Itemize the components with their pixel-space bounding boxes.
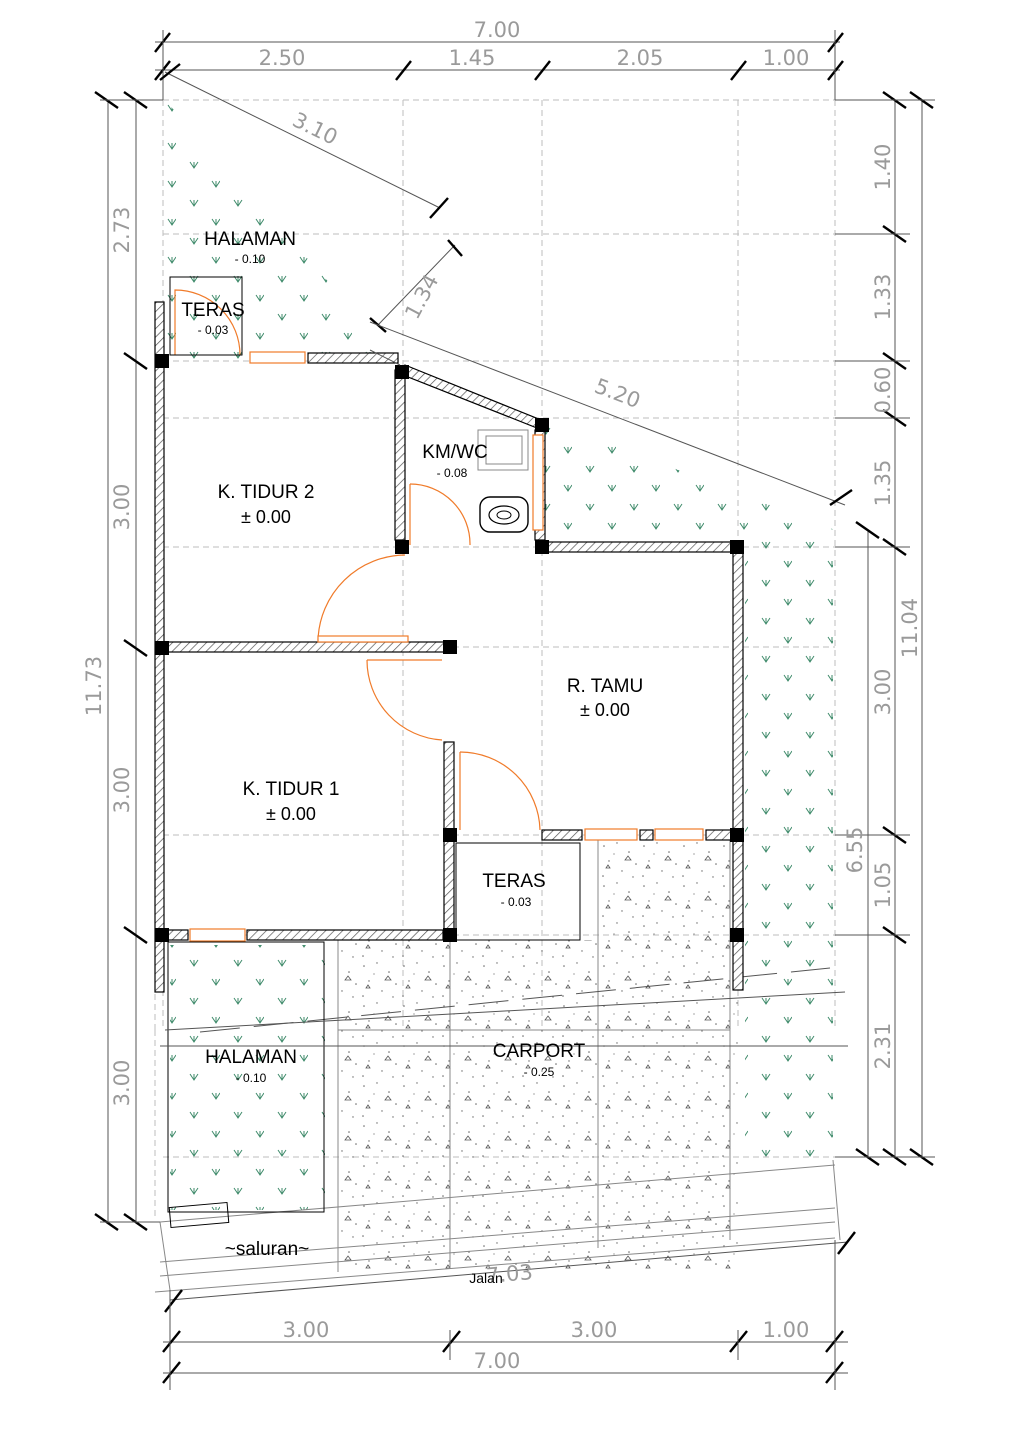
dim-top-seg-3: 2.05 xyxy=(617,46,664,70)
openings xyxy=(174,289,704,942)
dim-top-seg-2: 1.45 xyxy=(449,46,496,70)
dim-left-seg-3: 3.00 xyxy=(110,767,134,814)
room-teras-top-level: - 0.03 xyxy=(198,323,229,337)
label-jalan: Jalan xyxy=(469,1270,502,1286)
landscape xyxy=(165,100,835,1270)
room-halaman-top-level: - 0.10 xyxy=(235,252,266,266)
bottom-dimensions-shown: 7.03 3.00 3.00 1.00 7.00 xyxy=(162,1231,856,1390)
dim-top-seg-4: 1.00 xyxy=(763,46,810,70)
dim-bottom-diag: 7.03 xyxy=(485,1260,534,1288)
room-labels: HALAMAN - 0.10 TERAS - 0.03 KM/WC - 0.08… xyxy=(181,229,643,1286)
left-dimensions: 11.73 2.73 3.00 3.00 3.00 xyxy=(82,91,163,1231)
dim-right-seg-1: 1.40 xyxy=(871,144,895,191)
label-saluran: ~saluran~ xyxy=(225,1239,310,1260)
dim-bottom-total: 7.00 xyxy=(474,1349,521,1373)
dim-left-seg-4: 3.00 xyxy=(110,1060,134,1107)
dim-diag-c: 5.20 xyxy=(591,374,643,413)
dim-right-total: 11.04 xyxy=(898,598,922,658)
room-tamu-level: ± 0.00 xyxy=(580,700,630,720)
room-halaman-bot-name: HALAMAN xyxy=(205,1047,297,1068)
dim-left-seg-1: 2.73 xyxy=(110,207,134,254)
room-halaman-bot-level: - 0.10 xyxy=(236,1071,267,1085)
dim-right-seg-2: 1.33 xyxy=(871,274,895,321)
room-kmwc-name: KM/WC xyxy=(422,442,487,463)
right-dimensions: 11.04 6.55 1.40 1.33 0.60 1.35 3.00 1.05… xyxy=(835,91,935,1166)
dim-right-seg-5: 3.00 xyxy=(871,669,895,716)
carport-tiles xyxy=(337,840,731,1272)
dim-left-total: 11.73 xyxy=(82,656,106,716)
room-teras-top-name: TERAS xyxy=(181,300,244,321)
dim-diag-b: 1.34 xyxy=(400,270,443,323)
columns xyxy=(155,354,744,942)
room-tidur1-level: ± 0.00 xyxy=(266,804,316,824)
dim-left-seg-2: 3.00 xyxy=(110,484,134,531)
room-carport-name: CARPORT xyxy=(493,1041,586,1062)
room-tidur2-level: ± 0.00 xyxy=(241,507,291,527)
room-carport-level: - 0.25 xyxy=(524,1065,555,1079)
room-tidur1-name: K. TIDUR 1 xyxy=(243,779,340,800)
room-teras-mid-name: TERAS xyxy=(482,871,545,892)
room-teras-mid-level: - 0.03 xyxy=(501,895,532,909)
dim-top-seg-1: 2.50 xyxy=(259,46,306,70)
slabs xyxy=(167,276,581,1229)
dim-right-seg-6: 1.05 xyxy=(871,862,895,909)
dim-right-seg-4: 1.35 xyxy=(871,460,895,507)
dim-bottom-seg-2: 3.00 xyxy=(571,1318,618,1342)
top-dimensions: 7.00 2.50 1.45 2.05 1.00 xyxy=(154,18,844,100)
room-halaman-top-name: HALAMAN xyxy=(204,229,296,250)
dim-top-total: 7.00 xyxy=(474,18,521,42)
dim-right-sub: 6.55 xyxy=(843,827,867,874)
room-kmwc-level: - 0.08 xyxy=(437,466,468,480)
road xyxy=(154,967,841,1293)
dim-right-seg-7: 2.31 xyxy=(871,1023,895,1070)
room-tidur2-name: K. TIDUR 2 xyxy=(218,482,315,503)
dim-right-seg-3: 0.60 xyxy=(871,367,895,414)
dim-diag-a: 3.10 xyxy=(289,108,342,150)
toilet-icon xyxy=(479,496,529,533)
dim-bottom-seg-1: 3.00 xyxy=(283,1318,330,1342)
room-tamu-name: R. TAMU xyxy=(567,676,643,697)
dim-bottom-seg-3: 1.00 xyxy=(763,1318,810,1342)
bottom-dimensions xyxy=(160,991,848,1047)
